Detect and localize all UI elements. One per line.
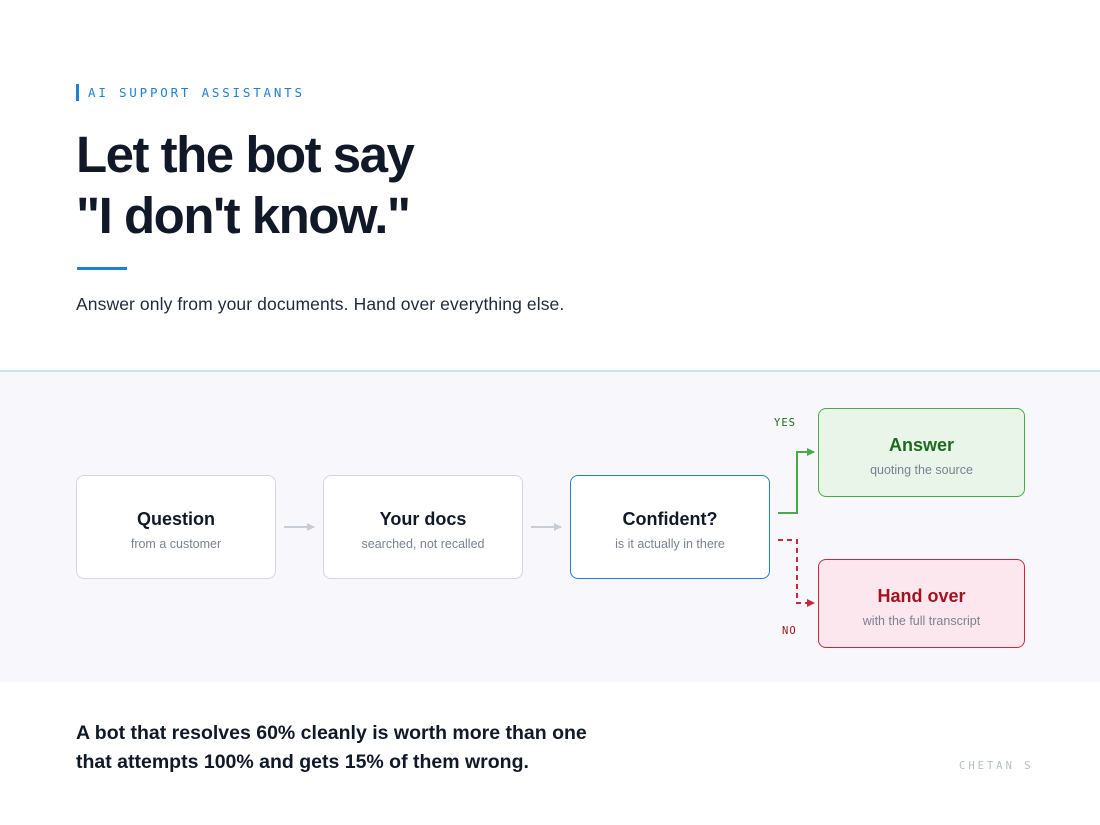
node-confident: Confident? is it actually in there: [570, 475, 770, 579]
subtitle: Answer only from your documents. Hand ov…: [76, 294, 565, 314]
node-question-title: Question: [136, 509, 215, 529]
takeaway-line-2: that attempts 100% and gets 15% of them …: [76, 751, 529, 773]
node-answer: Answer quoting the source: [818, 408, 1025, 497]
eyebrow-label: AI SUPPORT ASSISTANTS: [76, 84, 305, 101]
node-question-subtitle: from a customer: [130, 537, 222, 551]
node-hand-over-title: Hand over: [877, 586, 966, 606]
node-hand-over: Hand over with the full transcript: [818, 559, 1025, 648]
takeaway: A bot that resolves 60% cleanly is worth…: [76, 719, 587, 777]
flow-diagram: Question from a customer Your docs searc…: [0, 370, 1100, 682]
takeaway-line-1: A bot that resolves 60% cleanly is worth…: [76, 722, 587, 744]
node-answer-title: Answer: [888, 435, 955, 455]
node-your-docs: Your docs searched, not recalled: [323, 475, 523, 579]
headline-line-1: Let the bot say: [76, 126, 415, 183]
edge-label-yes: YES: [774, 417, 796, 429]
node-answer-subtitle: quoting the source: [870, 463, 973, 477]
edge-label-no: NO: [782, 625, 797, 637]
arrow-no-to-handover: [778, 539, 815, 607]
node-your-docs-subtitle: searched, not recalled: [361, 537, 485, 551]
arrow-yes-to-answer: [778, 448, 815, 514]
accent-rule: [77, 267, 127, 270]
node-confident-subtitle: is it actually in there: [615, 537, 725, 551]
headline: Let the bot say "I don't know.": [76, 124, 415, 246]
node-your-docs-title: Your docs: [379, 509, 467, 529]
node-hand-over-subtitle: with the full transcript: [862, 614, 981, 628]
node-question: Question from a customer: [76, 475, 276, 579]
headline-line-2: "I don't know.": [76, 187, 411, 244]
connectors: [284, 448, 815, 607]
node-confident-title: Confident?: [622, 509, 718, 529]
author-credit: CHETAN S: [959, 760, 1034, 772]
